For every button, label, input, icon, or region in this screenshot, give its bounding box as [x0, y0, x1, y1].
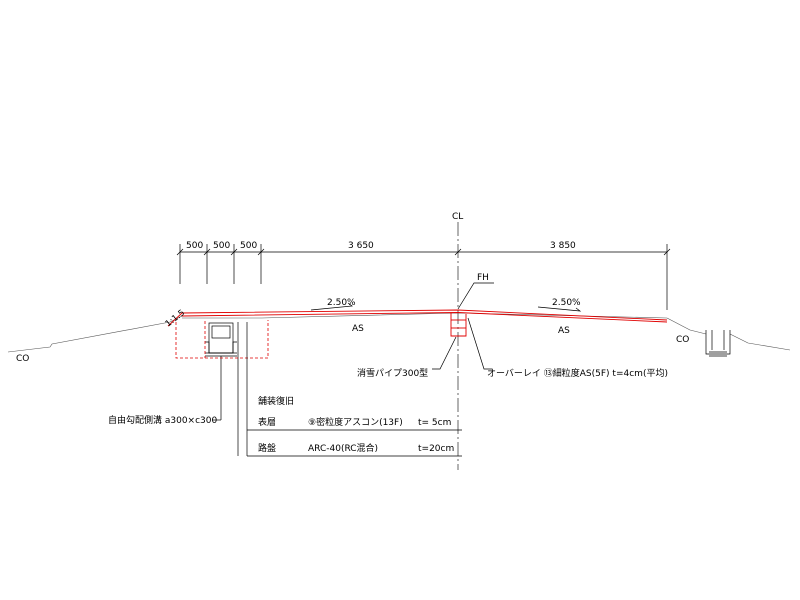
- grade-arrow-left: [310, 302, 353, 311]
- as-label-right: AS: [558, 326, 570, 336]
- existing-ground: [7, 312, 791, 353]
- ditch-callout: 自由勾配側溝 a300×c300: [108, 414, 217, 426]
- centerline-label: CL: [452, 212, 463, 222]
- dim-3850: 3 850: [550, 241, 576, 251]
- proposed-surface: [167, 309, 668, 359]
- pavement-title: 舗装復旧: [258, 395, 294, 407]
- dim-500-2: 500: [213, 241, 230, 251]
- pavement-table: [246, 322, 462, 457]
- fh-label: FH: [477, 273, 489, 283]
- row1-thickness: t= 5cm: [418, 418, 451, 428]
- pipe-leader: [432, 336, 457, 370]
- overlay-leader: [467, 317, 492, 370]
- grade-arrow-right: [537, 306, 582, 312]
- row2-material: ARC-40(RC混合): [308, 442, 378, 454]
- row1-layer: 表層: [258, 416, 276, 428]
- dimension-line: [176, 244, 671, 310]
- dim-3650: 3 650: [348, 241, 374, 251]
- slope-label: 1:1.5: [164, 308, 187, 329]
- co-label-left: CO: [16, 354, 29, 364]
- dim-500-3: 500: [240, 241, 257, 251]
- right-structure: [705, 330, 731, 357]
- grade-right: 2.50%: [552, 298, 581, 308]
- side-ditch: [205, 322, 239, 456]
- row2-layer: 路盤: [258, 442, 276, 454]
- dim-500-1: 500: [186, 241, 203, 251]
- row1-material: ⑨密粒度アスコン(13F): [308, 416, 403, 428]
- grade-left: 2.50%: [327, 298, 356, 308]
- as-label-left: AS: [352, 324, 364, 334]
- overlay-callout: オーバーレイ ⑬細粒度AS(5F) t=4cm(平均): [487, 367, 668, 379]
- fh-leader: [457, 282, 494, 310]
- co-label-right: CO: [676, 335, 689, 345]
- row2-thickness: t=20cm: [418, 444, 454, 454]
- pipe-callout: 消雪パイプ300型: [357, 367, 428, 379]
